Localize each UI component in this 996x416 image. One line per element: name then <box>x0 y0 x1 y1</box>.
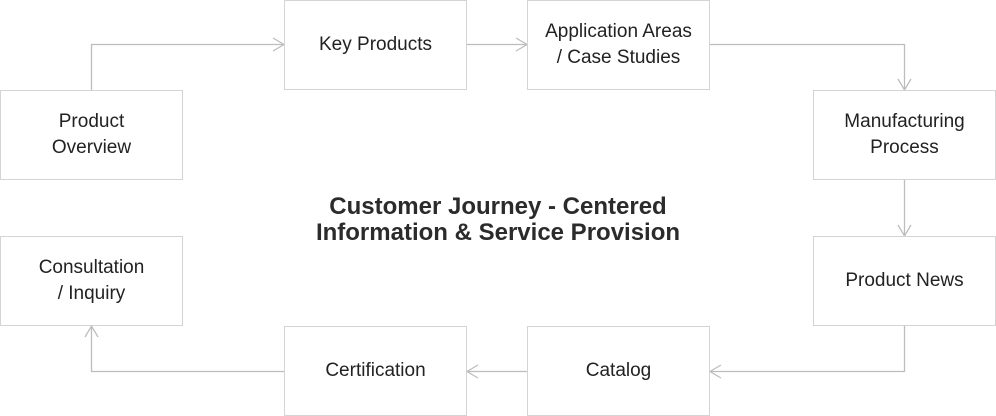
arrowhead-catalog <box>708 364 722 379</box>
node-application-areas: Application Areas / Case Studies <box>527 0 710 90</box>
node-label: Application Areas / Case Studies <box>545 21 692 68</box>
node-product-overview: Product Overview <box>0 90 183 180</box>
node-certification: Certification <box>284 326 467 416</box>
center-title: Customer Journey - Centered Information … <box>248 194 748 246</box>
node-catalog: Catalog <box>527 326 710 416</box>
arrowhead-consultation <box>84 324 99 338</box>
node-label: Product News <box>845 270 964 291</box>
node-consultation-inquiry: Consultation / Inquiry <box>0 236 183 326</box>
node-manufacturing-process: Manufacturing Process <box>813 90 996 180</box>
node-label: Catalog <box>585 360 652 381</box>
node-label: Certification <box>325 360 426 381</box>
node-label: Manufacturing Process <box>844 111 965 158</box>
node-key-products: Key Products <box>284 0 467 90</box>
center-title-line-2: Information & Service Provision <box>315 219 681 246</box>
node-label: Key Products <box>319 34 432 55</box>
connector-certification-to-consultation <box>90 326 284 373</box>
arrowhead-certification <box>465 364 479 379</box>
node-label: Product Overview <box>51 111 132 158</box>
node-product-news: Product News <box>813 236 996 326</box>
node-label: Consultation / Inquiry <box>38 257 145 304</box>
center-title-line-1: Customer Journey - Centered <box>329 193 667 220</box>
connector-application-to-manufacturing <box>710 43 906 90</box>
connector-overview-to-key <box>90 43 284 90</box>
connector-news-to-catalog <box>710 326 906 373</box>
